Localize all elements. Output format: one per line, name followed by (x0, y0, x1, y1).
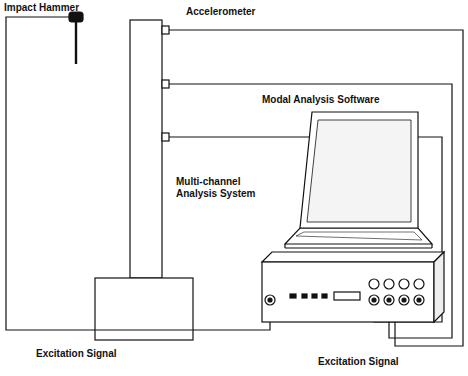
signal-label: Excitation Signal (318, 356, 399, 368)
system-label: Multi-channel Analysis System (176, 176, 262, 200)
part-label: Accelerometer (186, 6, 255, 18)
signal-label: Excitation Signal (36, 348, 117, 360)
part-label: Impact Hammer (4, 2, 79, 14)
software-label: Modal Analysis Software (262, 94, 379, 106)
